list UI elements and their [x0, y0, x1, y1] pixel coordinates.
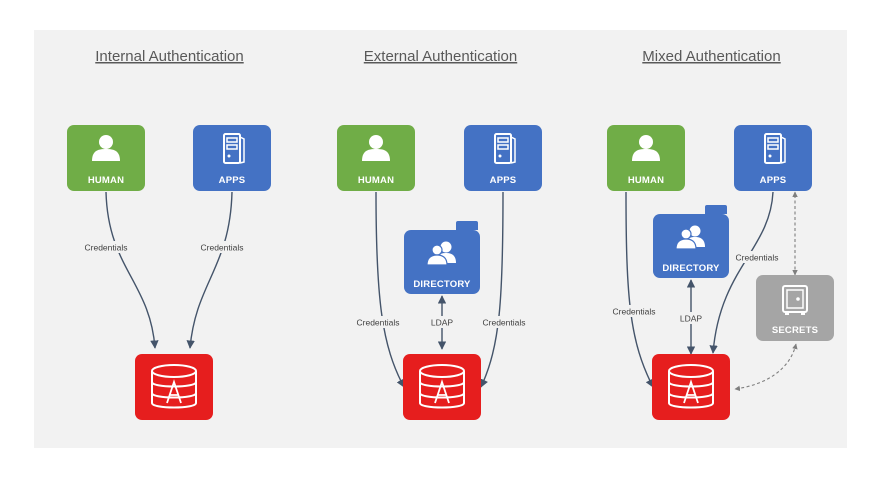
- directory-label: DIRECTORY: [413, 279, 471, 290]
- node-human: HUMAN: [67, 125, 145, 191]
- panel-title: Internal Authentication: [95, 48, 243, 65]
- edge-label: Credentials: [357, 318, 400, 328]
- node-apps: APPS: [193, 125, 271, 191]
- connector-arrow: [375, 191, 405, 388]
- edge-label: LDAP: [431, 318, 454, 328]
- node-apps: APPS: [734, 125, 812, 191]
- panel-internal-authentication: Internal Authentication Credentials Crede…: [34, 30, 305, 448]
- panel-title: Mixed Authentication: [642, 48, 780, 65]
- apps-box: [734, 125, 812, 191]
- node-human: HUMAN: [607, 125, 685, 191]
- node-directory: DIRECTORY: [404, 221, 480, 294]
- apps-label: APPS: [490, 175, 517, 186]
- edge-apps-to-database: Credentials: [709, 191, 786, 354]
- edge-secrets-to-database: [734, 343, 798, 392]
- edge-label-background: [728, 251, 786, 263]
- human-label: HUMAN: [358, 175, 394, 186]
- edge-human-to-database: Credentials: [605, 191, 663, 388]
- edge-directory-to-database: LDAP: [678, 279, 704, 355]
- node-directory: DIRECTORY: [653, 205, 729, 278]
- folder-tab: [456, 221, 478, 230]
- connector-arrow: [105, 191, 159, 349]
- human-label: HUMAN: [628, 175, 664, 186]
- panel-title: External Authentication: [364, 48, 517, 65]
- edge-label-background: [349, 316, 407, 328]
- edge-directory-to-database: LDAP: [429, 295, 455, 350]
- apps-label: APPS: [760, 175, 787, 186]
- edge-label-background: [193, 241, 251, 253]
- edge-label: Credentials: [201, 243, 244, 253]
- edge-label: Credentials: [85, 243, 128, 253]
- edge-label-background: [678, 312, 704, 324]
- edge-label-background: [429, 316, 455, 328]
- edge-label: Credentials: [736, 253, 779, 263]
- secrets-label: SECRETS: [772, 325, 818, 336]
- edge-apps-to-database: Credentials: [186, 191, 251, 349]
- apps-label: APPS: [219, 175, 246, 186]
- edge-label-background: [77, 241, 135, 253]
- edge-apps-to-database: Credentials: [475, 191, 533, 388]
- edge-label: Credentials: [613, 307, 656, 317]
- edge-label: Credentials: [483, 318, 526, 328]
- panel-external-authentication: External Authentication Credentials Crede…: [305, 30, 576, 448]
- edge-label-background: [475, 316, 533, 328]
- edge-human-to-database: Credentials: [77, 191, 159, 349]
- edge-human-to-database: Credentials: [349, 191, 407, 388]
- apps-box: [193, 125, 271, 191]
- panel-mixed-authentication: Mixed Authentication CredentialsCredenti…: [576, 30, 847, 448]
- dashed-connector-arrow: [734, 343, 798, 392]
- node-human: HUMAN: [337, 125, 415, 191]
- edge-label-background: [605, 305, 663, 317]
- connector-arrow: [186, 191, 233, 349]
- directory-label: DIRECTORY: [662, 263, 720, 274]
- node-secrets: SECRETS: [756, 275, 834, 341]
- human-label: HUMAN: [88, 175, 124, 186]
- node-database: [135, 354, 213, 420]
- apps-box: [464, 125, 542, 191]
- node-database: [403, 354, 481, 420]
- edge-label: LDAP: [680, 314, 703, 324]
- node-database: [652, 354, 730, 420]
- connector-arrow: [480, 191, 504, 388]
- folder-tab: [705, 205, 727, 214]
- node-apps: APPS: [464, 125, 542, 191]
